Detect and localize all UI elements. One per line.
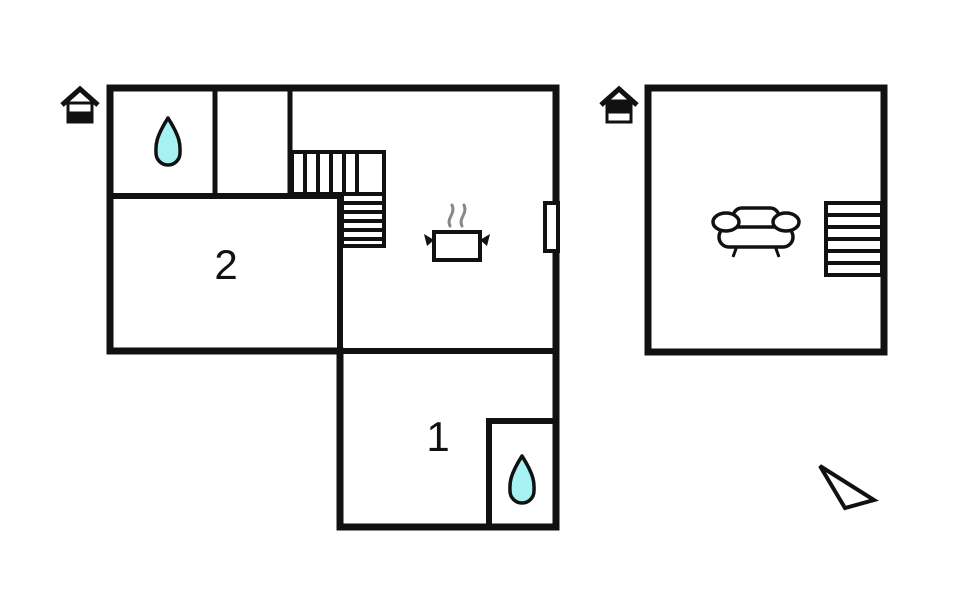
entrance-icon-left [60,85,100,124]
sofa-icon [711,206,801,258]
staircase-right-building [824,201,884,277]
window-right-wall [543,201,560,253]
building-left: 2 1 [60,84,560,531]
water-drop-icon [154,116,182,167]
water-drop-icon [508,454,536,505]
building-right [599,84,888,356]
stove-icon [424,203,490,262]
stair-horizontal-run [290,150,386,196]
room-label-1: 1 [426,413,449,460]
north-arrow [818,464,879,511]
staircase-left-building [290,150,386,248]
entrance-icon-right [599,85,639,124]
room-label-2: 2 [214,241,237,288]
